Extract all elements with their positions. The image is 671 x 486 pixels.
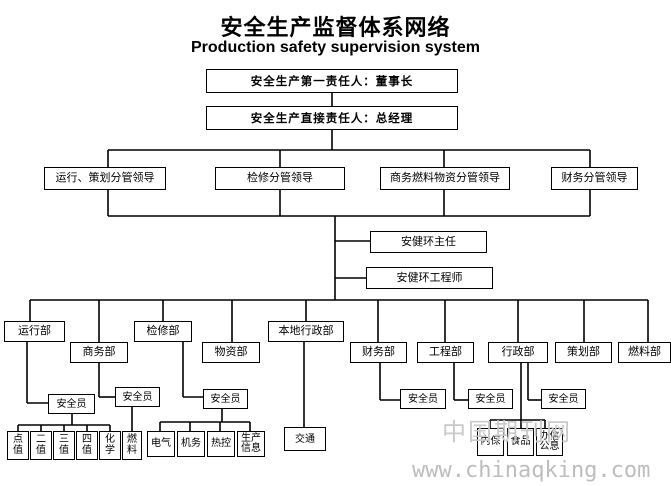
safety-officer-operation: 安全员 — [48, 394, 95, 414]
leader-operation-planning: 运行、策划分管领导 — [44, 167, 166, 190]
dept-commerce: 商务部 — [70, 342, 128, 363]
team-chemistry: 化学 — [99, 431, 121, 460]
dept-operation: 运行部 — [4, 321, 65, 342]
dept-materials: 物资部 — [202, 342, 260, 363]
diagram-subtitle: Production safety supervision system — [191, 39, 480, 56]
safety-officer-engineering: 安全员 — [468, 389, 513, 409]
team-electrical: 电气 — [147, 431, 175, 457]
team-shift-three: 三值 — [53, 431, 75, 460]
team-food: 食品 — [507, 428, 534, 456]
watermark-url: www.chinaqking.com — [412, 458, 651, 483]
diagram-title: 安全生产监督体系网络 — [220, 16, 451, 41]
team-shift-two: 二值 — [30, 431, 52, 460]
safety-officer-maintenance: 安全员 — [203, 389, 248, 409]
direct-responsible-person: 安全生产直接责任人：总经理 — [206, 106, 458, 130]
leader-commerce-fuel-materials: 商务燃料物资分管领导 — [380, 167, 510, 190]
dept-finance: 财务部 — [350, 342, 407, 363]
team-office-info: 办信公息 — [536, 428, 563, 456]
safety-officer-finance: 安全员 — [400, 389, 446, 409]
dept-engineering: 工程部 — [417, 342, 474, 363]
dept-fuel: 燃料部 — [618, 342, 671, 363]
leader-finance: 财务分管领导 — [551, 167, 638, 190]
leader-maintenance: 检修分管领导 — [215, 167, 345, 190]
dept-administration: 行政部 — [488, 342, 548, 363]
dept-local-administration: 本地行政部 — [268, 321, 344, 342]
safety-officer-administration: 安全员 — [541, 389, 586, 409]
dept-maintenance: 检修部 — [134, 321, 192, 342]
team-mechanical: 机务 — [177, 431, 205, 457]
team-shift-four: 四值 — [76, 431, 98, 460]
team-shift-one: 点值 — [7, 431, 29, 460]
she-director: 安健环主任 — [370, 231, 487, 253]
safety-officer-commerce: 安全员 — [115, 387, 160, 407]
team-transport: 交通 — [284, 427, 326, 451]
team-internal-security: 内保 — [477, 428, 504, 456]
watermark-text: 中国期刊网 — [442, 418, 572, 446]
she-engineer: 安健环工程师 — [366, 267, 493, 289]
team-production-info: 生产信息 — [237, 431, 265, 457]
team-fuel: 燃料 — [122, 431, 142, 460]
team-thermal-control: 热控 — [207, 431, 235, 457]
dept-planning: 策划部 — [555, 342, 612, 363]
first-responsible-person: 安全生产第一责任人：董事长 — [206, 69, 458, 93]
